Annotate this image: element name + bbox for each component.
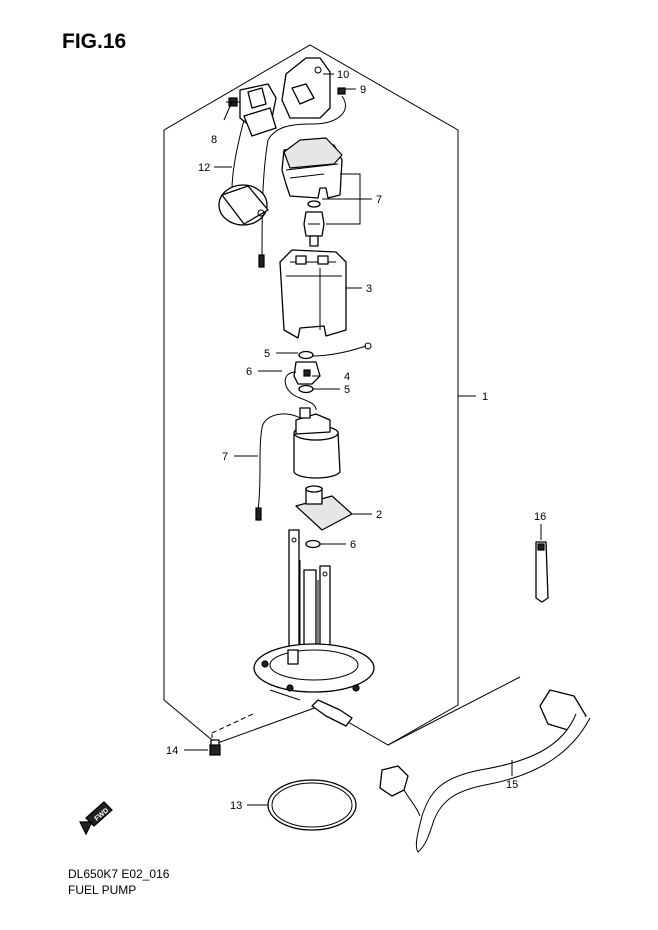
fuel-level-gauge bbox=[218, 119, 269, 268]
callout-14: 13 bbox=[230, 800, 242, 812]
callout-15: 14 bbox=[166, 745, 178, 757]
nut-11 bbox=[337, 87, 346, 95]
o-ring-upper bbox=[298, 350, 314, 360]
fuel-hose bbox=[379, 689, 591, 853]
callout-11: 9 bbox=[360, 84, 366, 96]
pump-base-plate bbox=[253, 643, 375, 727]
callout-10: 8 bbox=[211, 134, 217, 146]
gasket-14 bbox=[267, 779, 357, 831]
filter-fitting bbox=[303, 211, 325, 247]
callout-3: 3 bbox=[366, 283, 372, 295]
assembly-frame bbox=[163, 44, 521, 746]
callout-12: 10 bbox=[337, 69, 349, 81]
callout-8: 6 bbox=[246, 366, 252, 378]
connector-housing bbox=[239, 83, 277, 137]
o-ring-7 bbox=[307, 200, 321, 208]
hose-clamp bbox=[535, 541, 549, 603]
lead-wire-pump bbox=[257, 413, 301, 511]
callout-6: 6 bbox=[350, 539, 356, 551]
pump-bracket bbox=[288, 529, 331, 671]
figure-code: DL650K7 E02_016 bbox=[68, 867, 170, 881]
bracket-12 bbox=[281, 57, 331, 119]
regulator bbox=[293, 361, 321, 385]
bolt-10 bbox=[226, 97, 240, 107]
callout-5-lower: 5 bbox=[344, 384, 350, 396]
filter-case bbox=[279, 249, 347, 339]
callout-2: 2 bbox=[376, 509, 382, 521]
callout-labels: 10 9 8 12 7 3 5 6 4 5 1 7 2 16 6 14 13 1… bbox=[166, 69, 546, 812]
callout-4: 4 bbox=[344, 371, 350, 383]
figure-name: FUEL PUMP bbox=[68, 883, 137, 897]
lead-wire-regulator bbox=[284, 371, 317, 411]
fuel-filter-cap bbox=[281, 137, 343, 199]
bolt-15 bbox=[209, 739, 221, 756]
callout-16: 15 bbox=[506, 779, 518, 791]
plate-gasket bbox=[295, 485, 353, 531]
callout-17: 16 bbox=[534, 511, 546, 523]
figure-title: FIG.16 bbox=[62, 30, 127, 53]
callout-7: 7 bbox=[376, 194, 382, 206]
ground-wire bbox=[311, 345, 367, 357]
callout-9: 7 bbox=[222, 451, 228, 463]
callout-13: 12 bbox=[198, 162, 210, 174]
callout-1: 1 bbox=[482, 391, 488, 403]
fwd-arrow-icon: FWD bbox=[79, 801, 113, 836]
callout-5-upper: 5 bbox=[264, 348, 270, 360]
gauge-wire bbox=[267, 95, 346, 141]
fuel-pump-motor bbox=[293, 407, 341, 479]
o-ring-lower bbox=[298, 384, 314, 394]
o-ring-plate bbox=[305, 539, 321, 549]
leader-lines bbox=[184, 73, 542, 806]
